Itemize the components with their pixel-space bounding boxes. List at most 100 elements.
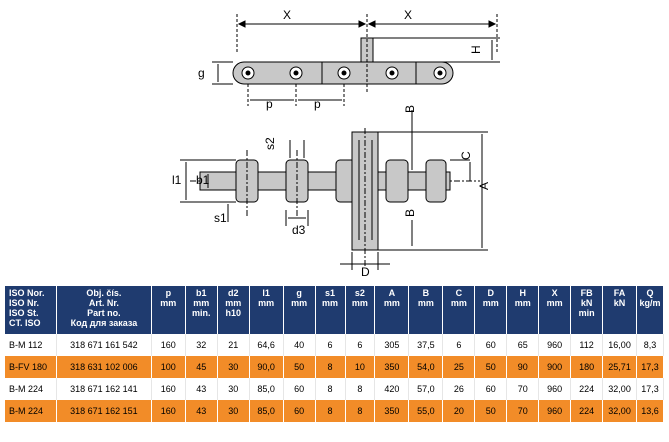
table-cell: 64,6 (249, 334, 284, 356)
header-line: min. (192, 308, 211, 318)
dim-d: D (361, 265, 370, 279)
header-line: B (422, 288, 430, 298)
dim-h: H (469, 45, 483, 54)
header-line: mm (383, 298, 400, 308)
table-cell: 30 (217, 400, 250, 422)
table-cell: 305 (374, 334, 410, 356)
table-cell: 10 (345, 356, 376, 378)
table-cell: 85,0 (249, 400, 284, 422)
table-cell: 17,3 (636, 378, 664, 400)
table-cell: 60 (474, 378, 508, 400)
table-cell: 25,71 (602, 356, 638, 378)
dim-c: C (459, 151, 473, 160)
header-line: X (551, 288, 558, 298)
table-cell: 50 (474, 400, 508, 422)
table-cell: 8 (345, 378, 376, 400)
table-cell: 90,0 (249, 356, 284, 378)
header-line: mm (291, 298, 308, 308)
dim-a: A (477, 182, 491, 190)
table-cell: 6 (315, 334, 346, 356)
table-cell: 960 (538, 378, 572, 400)
table-cell: 60 (283, 378, 316, 400)
header-line: Art. Nr. (88, 298, 119, 308)
table-cell: 8,3 (636, 334, 664, 356)
header-line: C (455, 288, 463, 298)
header-line: mm (514, 298, 531, 308)
header-line: mm (417, 298, 434, 308)
header-line: mm (546, 298, 563, 308)
dim-s1: s1 (214, 211, 227, 225)
table-cell: 224 (570, 400, 604, 422)
header-line: kg/m (639, 298, 661, 308)
table-cell: 318 671 162 151 (56, 400, 152, 422)
header-line: h10 (225, 308, 241, 318)
dim-x-left: X (283, 8, 291, 22)
table-cell: 112 (570, 334, 604, 356)
header-line: mm (160, 298, 177, 308)
table-cell: 50 (283, 356, 316, 378)
table-cell: 16,00 (602, 334, 638, 356)
table-cell: 43 (185, 400, 218, 422)
table-cell: 960 (538, 334, 572, 356)
table-cell: 21 (217, 334, 250, 356)
table-cell: 160 (151, 400, 186, 422)
table-cell: 90 (506, 356, 540, 378)
header-line: FB (580, 288, 593, 298)
table-header-cell: ISO Nor.ISO Nr.ISO St.CT. ISO (5, 286, 58, 334)
header-line: Part no. (87, 308, 121, 318)
table-cell: 6 (345, 334, 376, 356)
table-header-cell: Obj. čís.Art. Nr.Part no.Код для заказа (56, 286, 152, 334)
table-cell: 8 (345, 400, 376, 422)
header-line: p (165, 288, 172, 298)
table-cell: 26 (442, 378, 476, 400)
table-cell: 180 (570, 356, 604, 378)
technical-drawing: X X H g p p (172, 8, 500, 279)
dim-b-bottom: B (403, 209, 417, 217)
table-cell: B-M 224 (5, 400, 58, 422)
table-cell: 45 (185, 356, 218, 378)
header-line: H (519, 288, 526, 298)
table-cell: 25 (442, 356, 476, 378)
dim-b-top: B (403, 105, 417, 113)
header-line: mm (482, 298, 499, 308)
table-cell: 20 (442, 400, 476, 422)
table-cell: 224 (570, 378, 604, 400)
header-line: s1 (325, 288, 336, 298)
table-cell: 160 (151, 378, 186, 400)
table-cell: 420 (374, 378, 410, 400)
header-line: FA (613, 288, 626, 298)
table-cell: 350 (374, 356, 410, 378)
dim-p-1: p (266, 97, 273, 111)
dim-s2: s2 (263, 137, 277, 150)
side-view-labels: s2 C A B B l1 b1 s1 d3 D (172, 105, 491, 279)
dim-d3: d3 (292, 223, 306, 237)
table-cell: 8 (315, 400, 346, 422)
header-line: Obj. čís. (86, 288, 122, 298)
header-line: g (296, 288, 302, 298)
dim-p-2: p (314, 97, 321, 111)
header-line: mm (193, 298, 210, 308)
header-line: Код для заказа (70, 318, 138, 328)
header-line: b1 (196, 288, 207, 298)
table-cell: 50 (474, 356, 508, 378)
header-line: mm (450, 298, 467, 308)
table-cell: 70 (506, 400, 540, 422)
header-line: A (388, 288, 396, 298)
header-line: ISO Nr. (9, 298, 40, 308)
table-cell: 32,00 (602, 378, 638, 400)
header-line: mm (351, 298, 368, 308)
table-cell: 65 (506, 334, 540, 356)
header-line: min (578, 308, 595, 318)
